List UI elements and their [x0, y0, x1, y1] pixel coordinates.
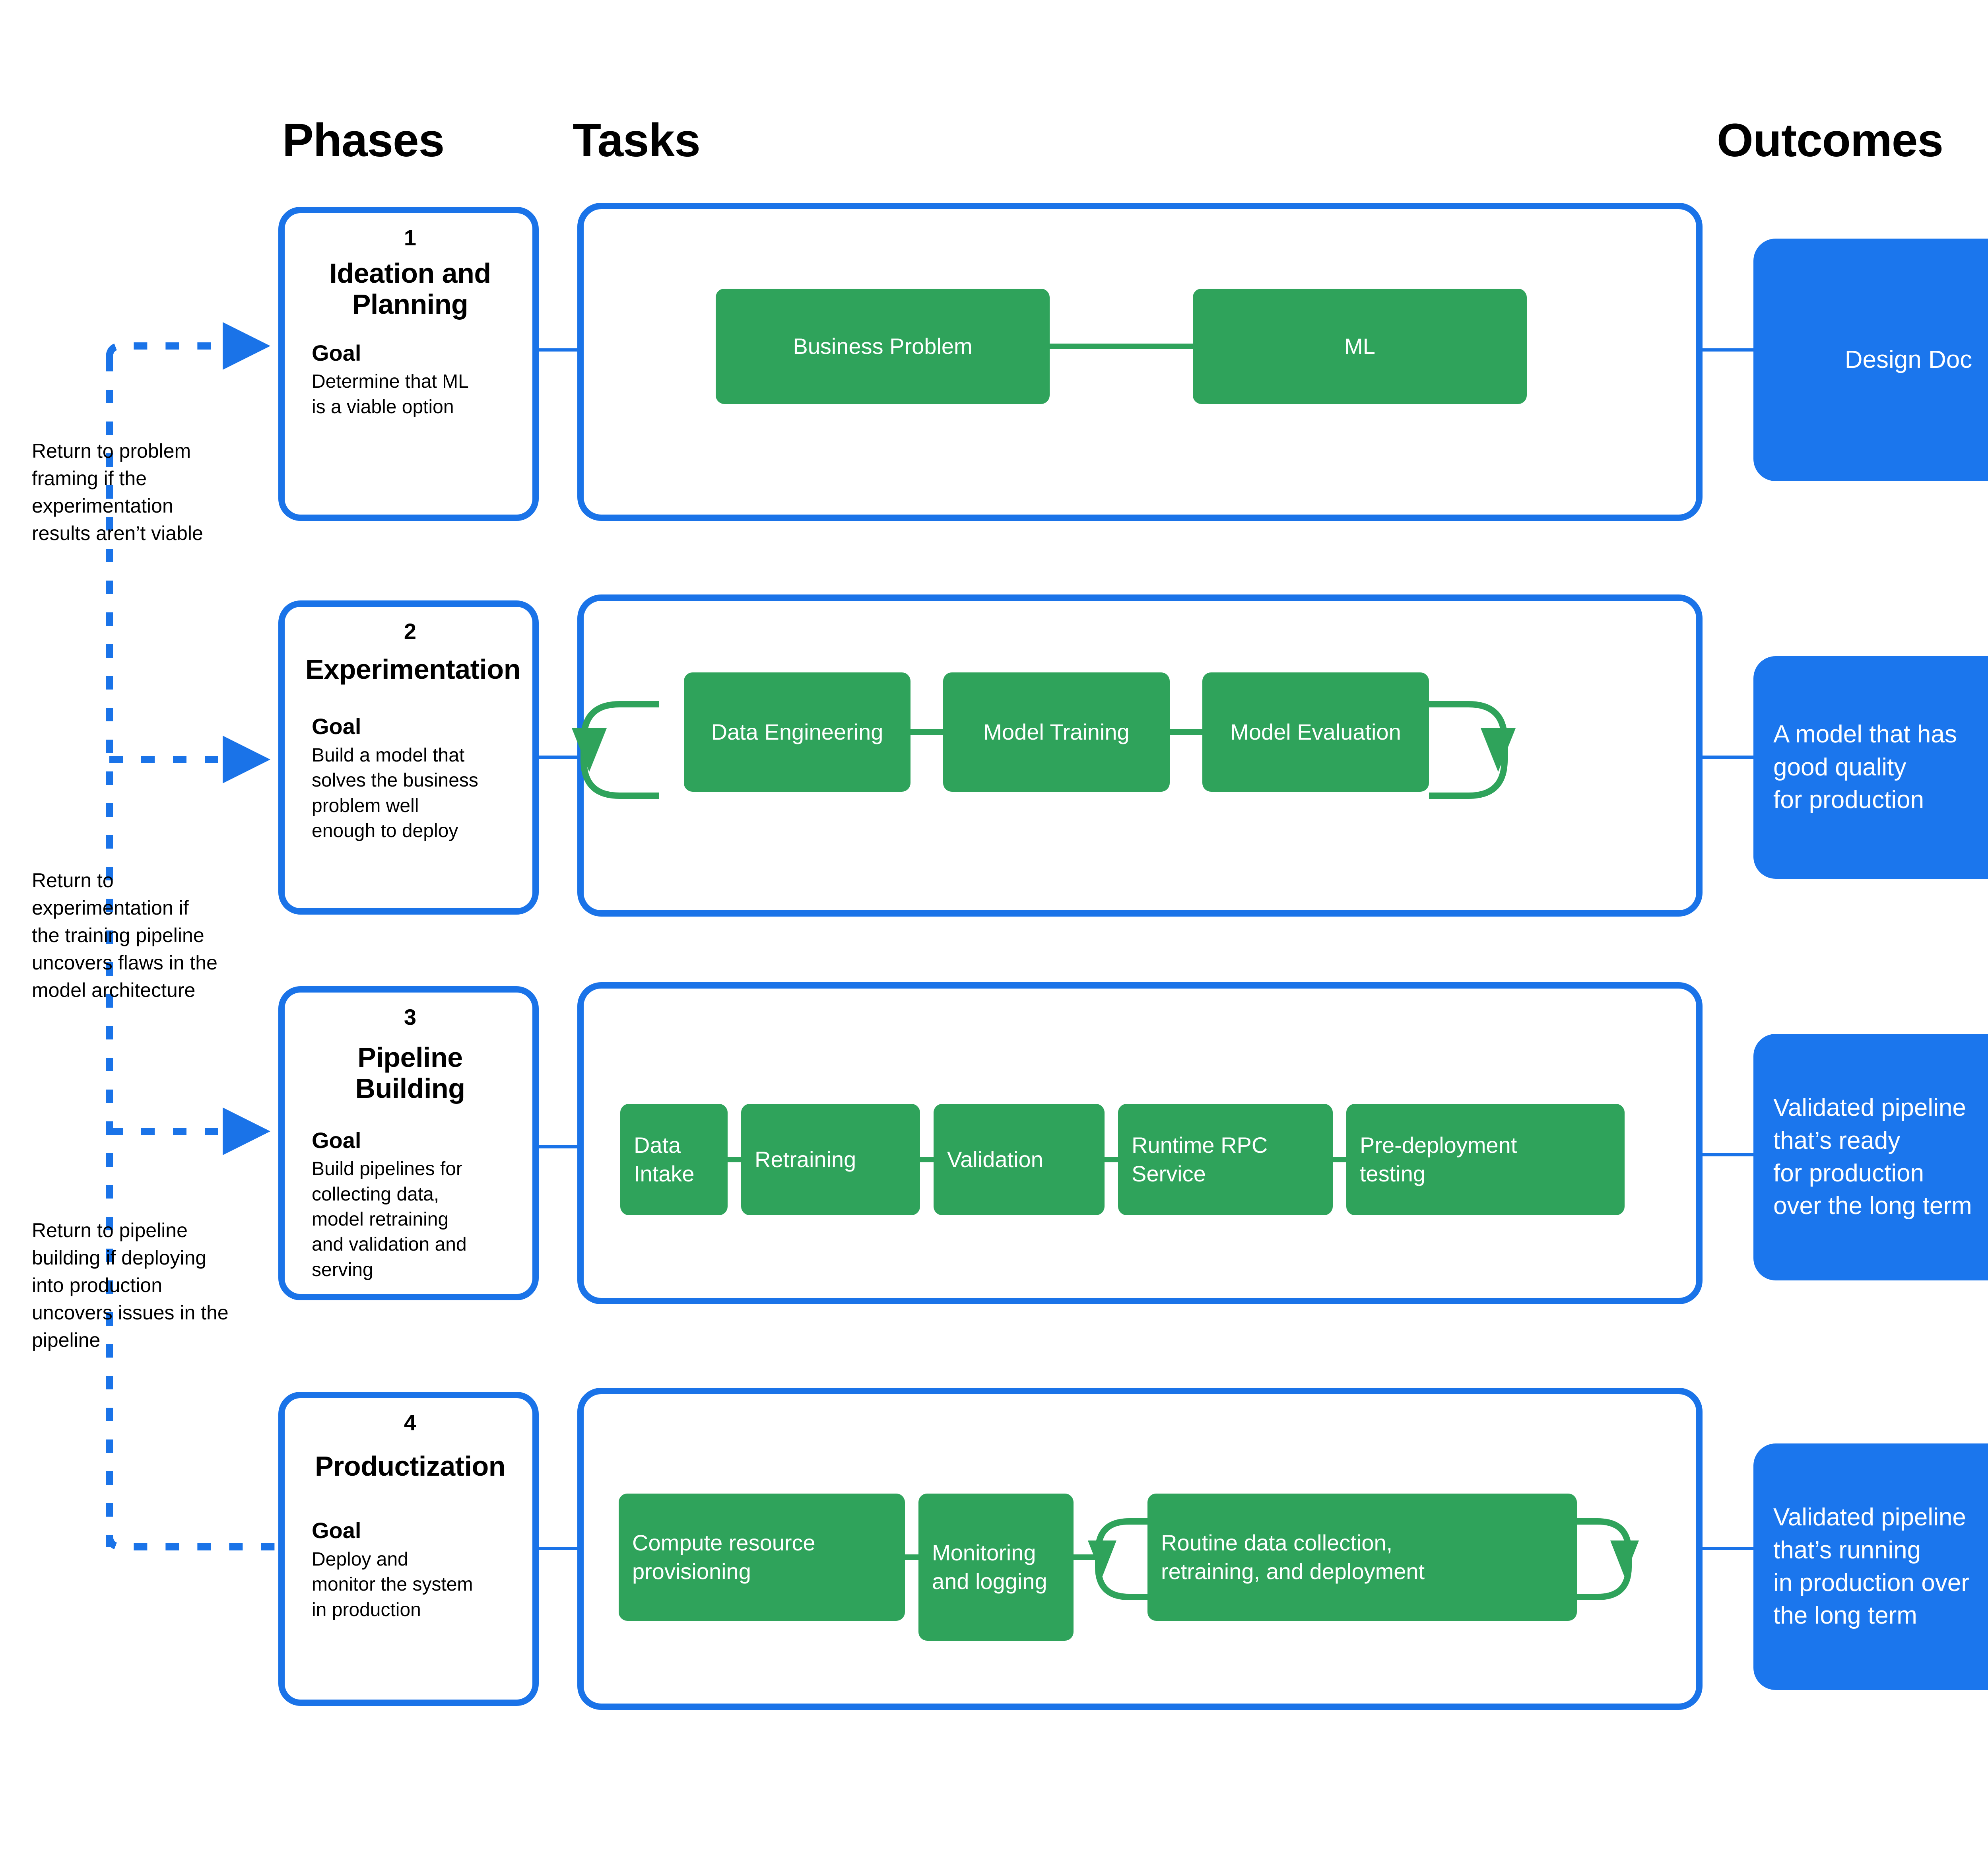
goal-text: Deploy and monitor the system in product…: [312, 1548, 473, 1620]
task-connector: [920, 1157, 934, 1162]
goal-label: Goal: [312, 1127, 361, 1153]
task-panel-4: Compute resource provisioning Monitoring…: [577, 1388, 1703, 1710]
task-chip[interactable]: ML: [1193, 289, 1527, 404]
goal-label: Goal: [312, 1518, 361, 1543]
connector-phase2-tasks: [539, 756, 579, 759]
phase-title: Experimentation: [305, 654, 520, 685]
phase-card-3[interactable]: 3 Pipeline Building Goal Build pipelines…: [278, 986, 539, 1300]
phase-card-4[interactable]: 4 Productization Goal Deploy and monitor…: [278, 1392, 539, 1706]
connector-tasks-outcome-4: [1703, 1547, 1754, 1550]
connector-phase3-tasks: [539, 1145, 579, 1148]
phase-number: 2: [404, 619, 417, 644]
task-chip[interactable]: Runtime RPC Service: [1118, 1104, 1333, 1215]
task-connector: [1105, 1157, 1118, 1162]
phase-number: 3: [404, 1004, 417, 1030]
task-panel-2: Data Engineering Model Training Model Ev…: [572, 594, 1703, 917]
return-note-2: Return to experimentation if the trainin…: [32, 869, 217, 1001]
task-chip[interactable]: Monitoring and logging: [918, 1494, 1074, 1641]
task-connector: [1050, 344, 1193, 349]
outcome-box-3[interactable]: Validated pipeline that’s ready for prod…: [1753, 1034, 1988, 1280]
task-chip[interactable]: Business Problem: [716, 289, 1050, 404]
task-connector: [911, 729, 943, 735]
goal-label: Goal: [312, 340, 361, 365]
task-chip[interactable]: Compute resource provisioning: [619, 1494, 905, 1621]
phase-title: Pipeline Building: [355, 1042, 465, 1104]
connector-tasks-outcome-2: [1703, 756, 1754, 759]
outcome-box-4[interactable]: Validated pipeline that’s running in pro…: [1753, 1443, 1988, 1690]
task-chip[interactable]: Model Evaluation: [1202, 672, 1429, 792]
task-chip[interactable]: Data Intake: [620, 1104, 728, 1215]
task-chip[interactable]: Retraining: [741, 1104, 920, 1215]
return-note-3: Return to pipeline building if deploying…: [32, 1219, 229, 1351]
goal-text: Build a model that solves the business p…: [312, 744, 478, 842]
phase-card-2[interactable]: 2 Experimentation Goal Build a model tha…: [278, 600, 539, 915]
connector-tasks-outcome-3: [1703, 1153, 1754, 1156]
goal-text: Build pipelines for collecting data, mod…: [312, 1158, 467, 1280]
task-chip[interactable]: Routine data collection, retraining, and…: [1147, 1494, 1577, 1621]
task-chip[interactable]: Data Engineering: [684, 672, 911, 792]
connector-tasks-outcome-1: [1703, 348, 1754, 352]
goal-label: Goal: [312, 714, 361, 739]
task-chip[interactable]: Model Training: [943, 672, 1170, 792]
column-header-tasks: Tasks: [573, 114, 701, 167]
loop-arrow-left-icon: [572, 701, 659, 799]
task-panel-3: Data Intake Retraining Validation Runtim…: [577, 982, 1703, 1304]
column-header-phases: Phases: [282, 114, 445, 167]
return-note-1: Return to problem framing if the experim…: [32, 440, 203, 544]
connector-phase1-tasks: [539, 348, 579, 352]
connector-phase4-tasks: [539, 1547, 579, 1550]
phase-number: 4: [404, 1410, 417, 1435]
loop-arrow-right-icon: [1574, 1518, 1639, 1600]
task-chip[interactable]: Validation: [934, 1104, 1105, 1215]
phase-number: 1: [404, 225, 417, 250]
task-panel-1: Business Problem ML: [577, 203, 1703, 521]
outcome-box-2[interactable]: A model that has good quality for produc…: [1753, 656, 1988, 879]
column-header-outcomes: Outcomes: [1717, 114, 1943, 167]
task-chip[interactable]: Pre-deployment testing: [1346, 1104, 1625, 1215]
phase-title: Productization: [315, 1451, 506, 1482]
loop-arrow-right-icon: [1429, 701, 1516, 799]
task-connector: [1170, 729, 1202, 735]
task-connector: [1074, 1554, 1097, 1560]
task-connector: [1333, 1157, 1346, 1162]
outcome-box-1[interactable]: Design Doc: [1753, 239, 1988, 481]
goal-text: Determine that ML is a viable option: [312, 371, 469, 418]
task-connector: [905, 1554, 918, 1560]
task-connector: [728, 1157, 741, 1162]
